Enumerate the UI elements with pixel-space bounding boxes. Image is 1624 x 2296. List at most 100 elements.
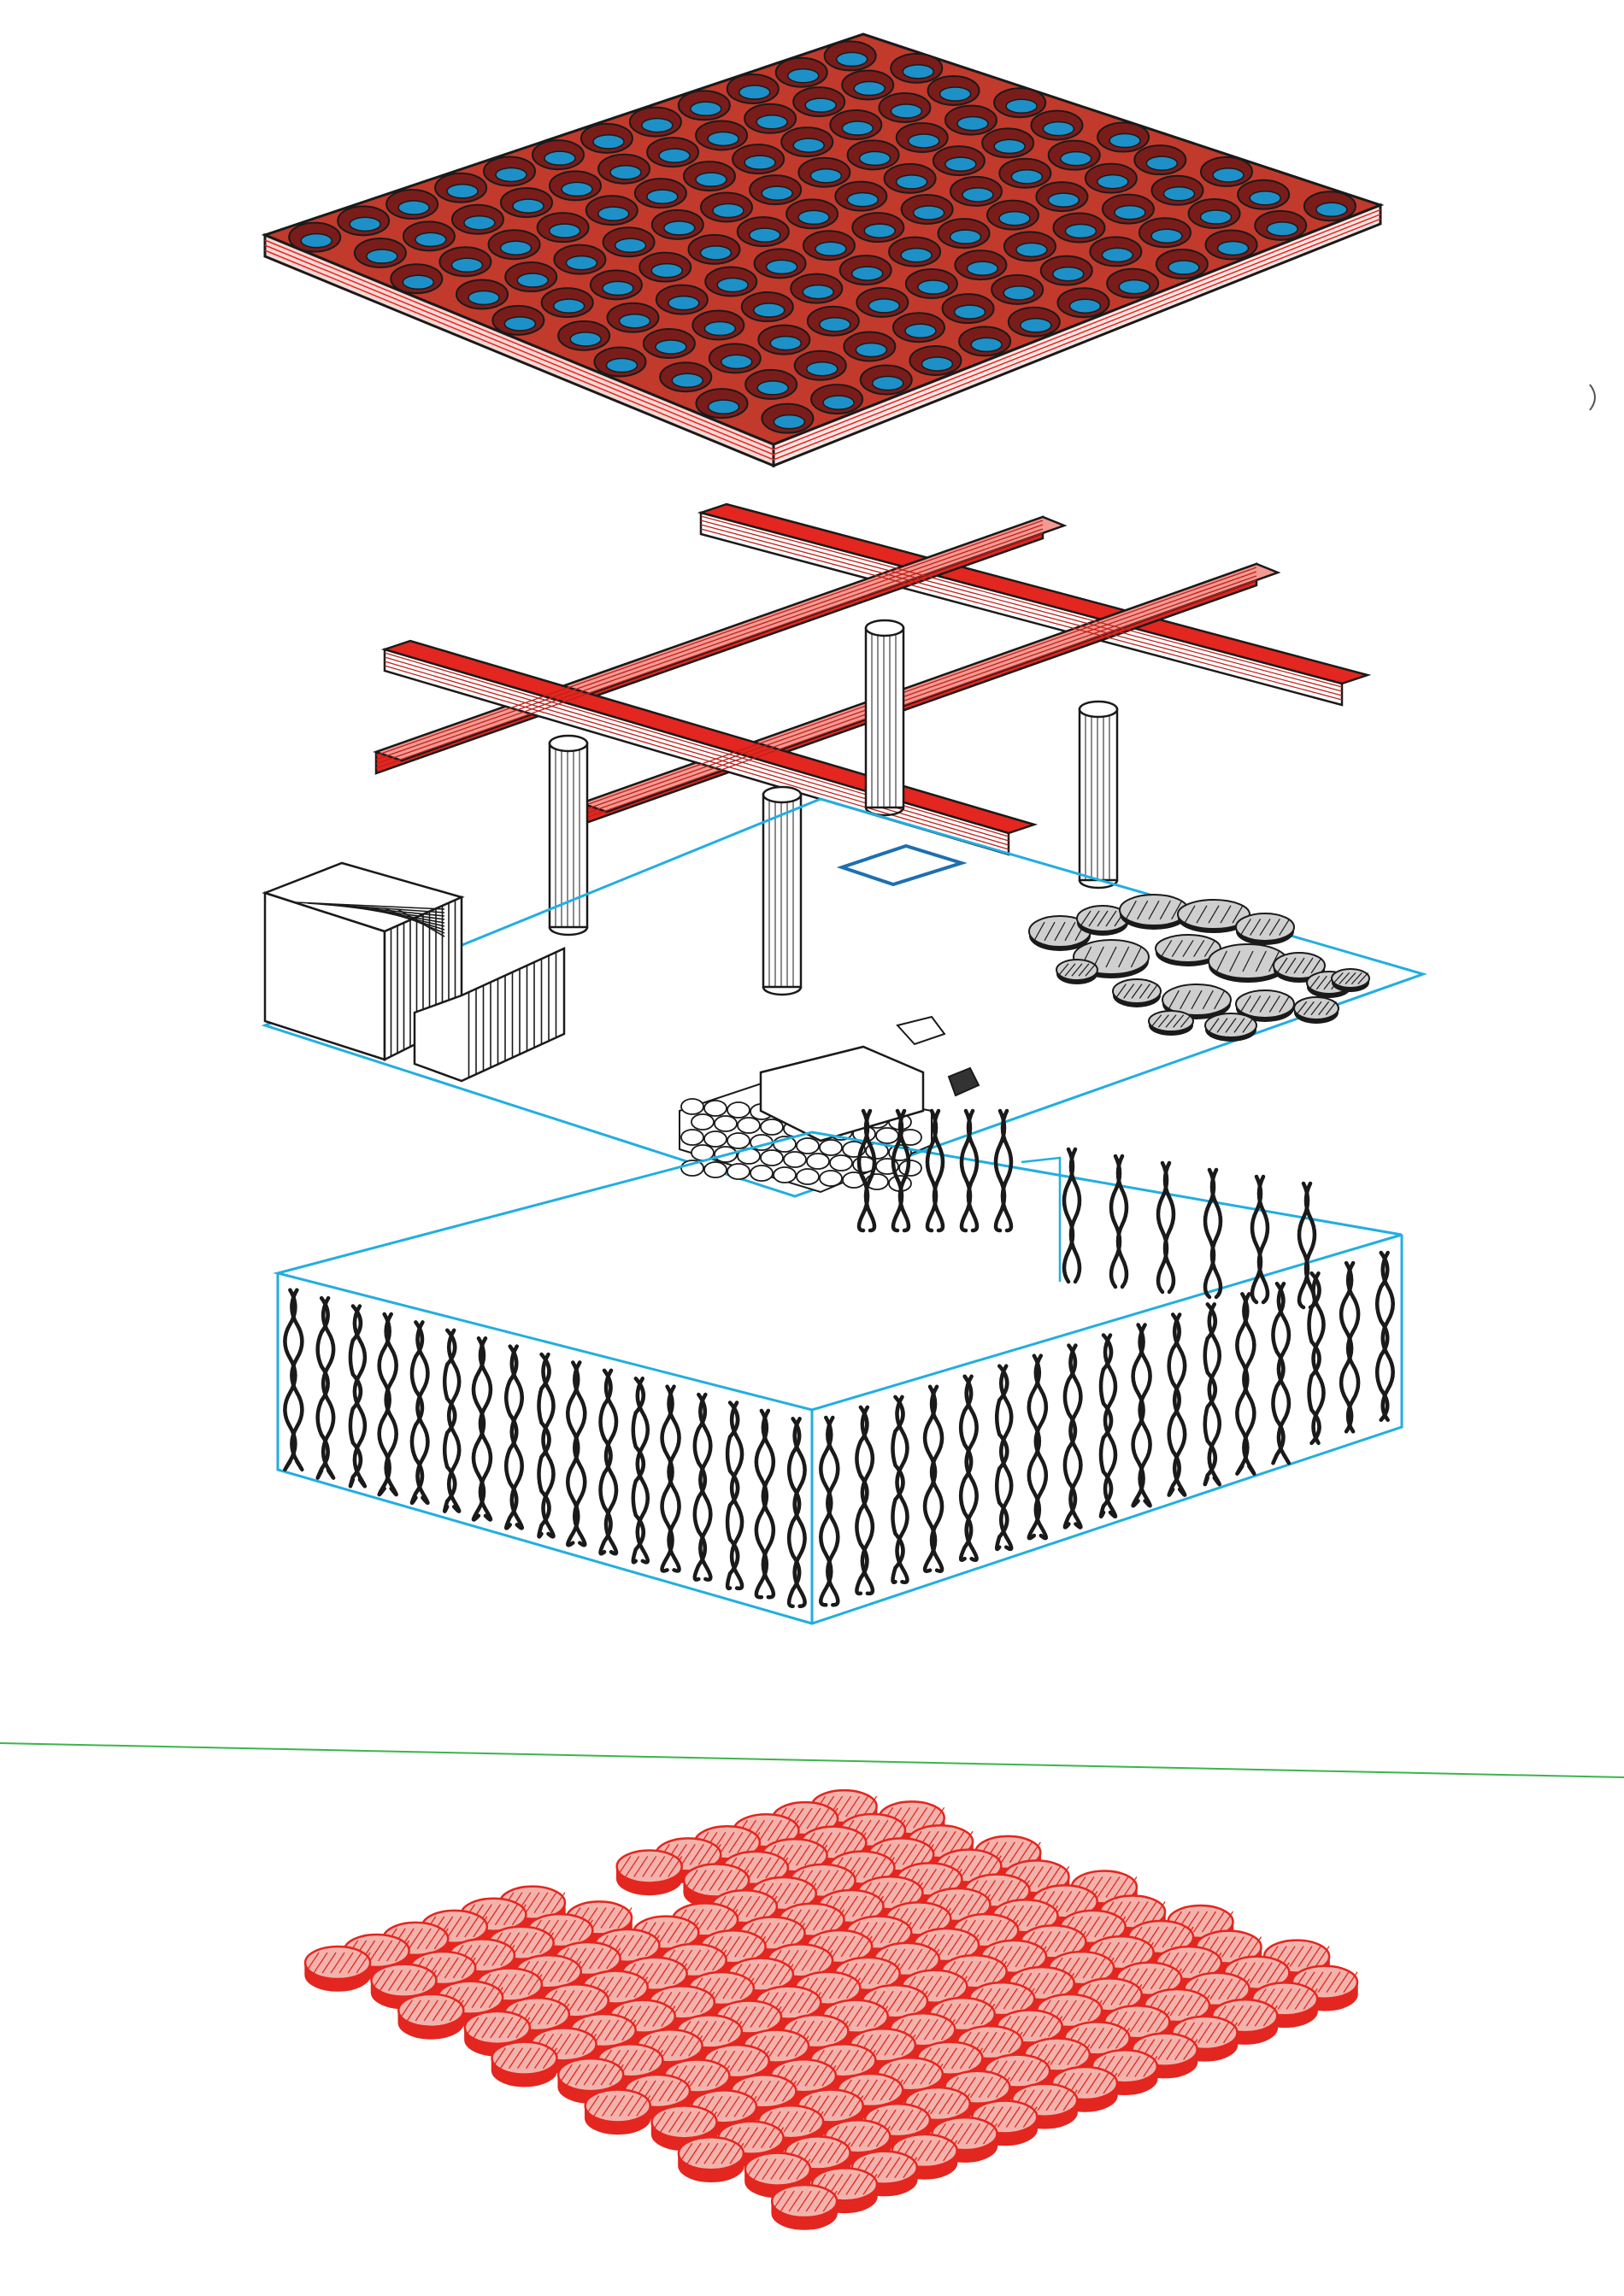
- twisted-rod: [1167, 1312, 1181, 1497]
- roof-hole-water: [858, 150, 891, 167]
- rubble-stone: [783, 1151, 807, 1168]
- stone: [1331, 968, 1370, 992]
- roof-hole-water: [962, 187, 994, 203]
- roof-hole-water: [744, 155, 776, 170]
- twisted-rod: [290, 1288, 304, 1472]
- stone: [1177, 899, 1250, 933]
- hex-tile: [491, 2041, 558, 2088]
- roof-hole-water: [1249, 191, 1281, 206]
- roof-hole-water: [300, 232, 332, 249]
- roof-hole-water: [402, 274, 435, 290]
- rubble-stone: [819, 1139, 843, 1156]
- roof-hole-water: [792, 138, 825, 153]
- roof-hole-water: [904, 323, 937, 339]
- roof-hole-water: [890, 103, 923, 119]
- roof-hole-water: [895, 174, 928, 190]
- roof-hole-water: [1015, 242, 1048, 258]
- stone: [1235, 913, 1295, 945]
- storage-block: [262, 861, 465, 1062]
- stone: [1204, 1013, 1257, 1042]
- twisted-rod: [598, 1368, 613, 1556]
- stone: [1056, 959, 1098, 984]
- stone: [1112, 978, 1162, 1007]
- roof-hole-water: [738, 85, 771, 100]
- roof-hole-water: [597, 206, 630, 221]
- twisted-rod: [348, 1304, 363, 1489]
- twisted-rod: [283, 1288, 297, 1472]
- twisted-rod: [964, 1374, 979, 1562]
- hex-tile: [370, 1963, 438, 2010]
- hex-tile: [397, 1993, 465, 2040]
- hex-tile: [303, 1945, 372, 1992]
- column: [762, 785, 803, 996]
- twisted-rod: [698, 1392, 713, 1582]
- rubble-stone: [727, 1163, 750, 1180]
- twisted-rod: [725, 1401, 740, 1591]
- twisted-rod: [321, 1295, 336, 1480]
- roof-hole-water: [949, 229, 982, 244]
- rubble-stone: [760, 1149, 784, 1166]
- twisted-rod: [1068, 1343, 1083, 1530]
- roof-hole-water: [516, 273, 549, 288]
- roof-hole-water: [1199, 209, 1233, 225]
- roof-hole-water: [756, 380, 789, 396]
- roof-hole-water: [618, 313, 651, 329]
- roof-hole-water: [753, 302, 786, 318]
- stone: [1235, 989, 1295, 1022]
- roof-hole-water: [690, 101, 722, 117]
- roof-hole-water: [703, 320, 737, 337]
- stone: [1293, 996, 1339, 1024]
- roof-hole-water: [956, 115, 989, 132]
- twisted-rod: [1068, 1147, 1082, 1284]
- roof-hole-water: [569, 332, 602, 347]
- rubble-stone: [680, 1098, 704, 1115]
- twisted-rod: [509, 1344, 524, 1530]
- roof-hole-water: [1266, 221, 1298, 237]
- twisted-rod: [1027, 1354, 1042, 1541]
- twisted-rod: [1380, 1250, 1395, 1423]
- twisted-rod: [1276, 1281, 1292, 1465]
- twisted-rod: [1162, 1160, 1176, 1295]
- roof-hole-water: [998, 210, 1031, 226]
- roof-hole-water: [1162, 186, 1196, 202]
- roof-hole-water: [544, 150, 576, 166]
- roof-hole-water: [1109, 132, 1141, 149]
- rubble-stone: [806, 1153, 830, 1170]
- floor-outline: [261, 797, 1427, 1198]
- roof-hole-water: [835, 51, 868, 68]
- roof-hole-water: [658, 148, 691, 163]
- roof-hole-water: [707, 131, 739, 147]
- twisted-rod: [541, 1352, 556, 1539]
- column: [548, 734, 589, 937]
- roof-hole-water: [366, 249, 398, 264]
- roof-hole-water: [822, 395, 855, 410]
- roof-hole-water: [761, 185, 793, 201]
- twisted-rod: [566, 1360, 580, 1547]
- twisted-rod: [1138, 1323, 1152, 1508]
- twisted-rod: [1103, 1333, 1118, 1519]
- floor-platform: [261, 797, 1427, 1198]
- stone: [1155, 934, 1221, 966]
- twisted-rod: [1115, 1154, 1129, 1289]
- twisted-rod: [1033, 1354, 1049, 1541]
- twisted-rod: [1062, 1343, 1078, 1530]
- ground-line: [0, 1742, 1624, 1778]
- roof-hole-water: [1042, 120, 1075, 137]
- margin-mark: [1589, 384, 1596, 411]
- twisted-rod: [958, 1374, 974, 1563]
- roof-hole-water: [699, 245, 733, 261]
- twisted-rod: [819, 1415, 833, 1607]
- rubble-stone: [703, 1130, 727, 1148]
- hex-tile: [677, 2136, 745, 2182]
- hex-tile: [556, 2057, 625, 2104]
- roof-hole-water: [917, 279, 950, 295]
- stone: [1148, 1010, 1194, 1036]
- rubble-stone: [796, 1168, 820, 1185]
- roof-hole-water: [695, 172, 727, 187]
- roof-hole-water: [650, 262, 683, 279]
- beam-front: [380, 639, 1039, 856]
- twisted-rod: [932, 1108, 945, 1233]
- roof-hole-water: [450, 257, 484, 273]
- twisted-rod: [471, 1336, 486, 1522]
- roof-hole-water: [592, 134, 625, 150]
